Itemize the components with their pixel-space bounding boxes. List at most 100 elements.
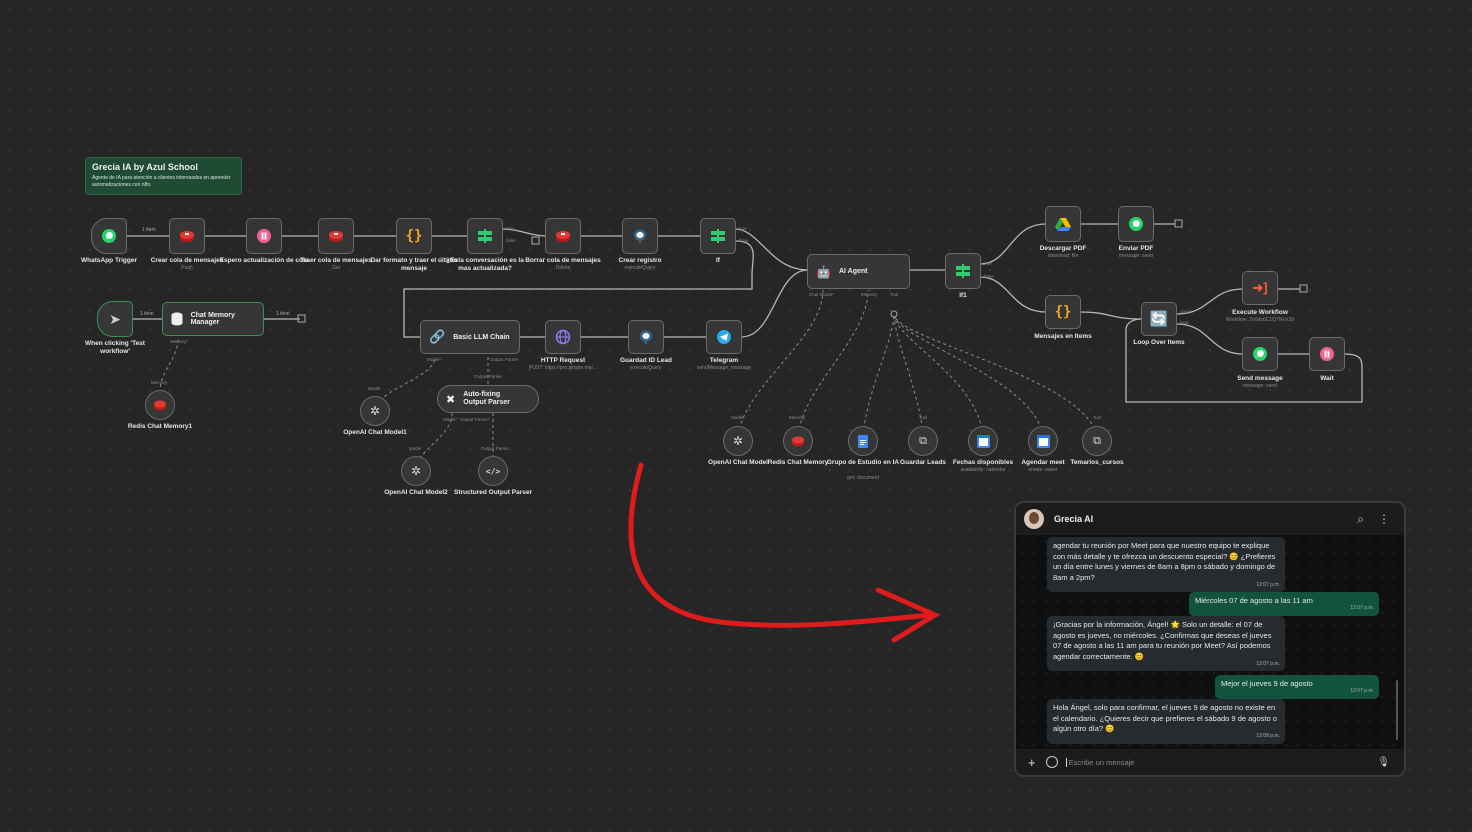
node-wait[interactable] xyxy=(1309,337,1345,371)
node-sublabel: sendMessage: message xyxy=(696,365,752,371)
node-guardar-leads[interactable]: ⧉ xyxy=(908,426,938,456)
node-auto-fixing-parser[interactable]: ✖ Auto-fixing Output Parser xyxy=(437,385,539,413)
node-crear-cola[interactable] xyxy=(169,218,205,254)
node-esta-conversacion[interactable] xyxy=(467,218,503,254)
node-dar-formato[interactable]: {} xyxy=(396,218,432,254)
node-loop-items[interactable]: 🔄 xyxy=(1141,302,1177,336)
node-enviar-pdf[interactable] xyxy=(1118,206,1154,242)
message-input[interactable]: Escribe un mensaje xyxy=(1065,757,1378,767)
port-loop: loop xyxy=(1180,320,1189,325)
openai-icon: ✲ xyxy=(732,434,744,448)
node-if1[interactable] xyxy=(945,253,981,289)
cursor-icon: ➤ xyxy=(109,310,121,327)
node-crear-registro[interactable] xyxy=(622,218,658,254)
port-tool: Tool xyxy=(919,415,928,420)
node-espero[interactable] xyxy=(246,218,282,254)
link-icon: 🔗 xyxy=(429,329,446,344)
avatar[interactable] xyxy=(1024,509,1044,529)
node-sublabel: download: file xyxy=(1047,253,1079,259)
message-text: Hola Ángel, solo para confirmar, el juev… xyxy=(1053,703,1277,733)
redis-icon xyxy=(329,231,343,242)
node-sublabel: message: send xyxy=(1243,383,1277,389)
node-label: Agendar meet xyxy=(1021,459,1065,466)
node-send-message[interactable] xyxy=(1242,337,1278,371)
google-drive-icon xyxy=(1055,218,1071,231)
search-icon[interactable]: ⌕ xyxy=(1357,511,1364,526)
node-sublabel: Push xyxy=(181,265,193,271)
port-output-parser: Output Parser xyxy=(490,357,519,362)
node-label: OpenAI Chat Model2 xyxy=(384,489,448,496)
contact-name[interactable]: Grecia AI xyxy=(1054,514,1094,524)
node-temarios[interactable]: ⧉ xyxy=(1082,426,1112,456)
node-label: OpenAI Chat Model xyxy=(708,459,768,466)
emoji-icon[interactable] xyxy=(1045,756,1058,768)
sticky-note[interactable]: Grecia IA by Azul School Agente de IA pa… xyxy=(85,157,242,195)
robot-icon: 🤖 xyxy=(816,264,831,279)
node-structured-parser[interactable]: </> xyxy=(478,456,508,486)
more-options-icon[interactable]: ⋮ xyxy=(1378,512,1390,526)
code-braces-icon: {} xyxy=(405,228,423,244)
node-sublabel: Get xyxy=(331,265,341,271)
node-http-request[interactable] xyxy=(545,320,581,354)
scrollbar[interactable] xyxy=(1396,680,1398,740)
message-outgoing: Mejor el jueves 9 de agosto 12:07 p.m. xyxy=(1215,675,1379,699)
node-descargar-pdf[interactable] xyxy=(1045,206,1081,242)
node-redis-memory[interactable] xyxy=(783,426,813,456)
node-label: Borrar cola de mensajes xyxy=(525,257,601,264)
node-mensajes-items[interactable]: {} xyxy=(1045,295,1081,329)
node-grupo-estudio[interactable] xyxy=(848,426,878,456)
node-execute-workflow[interactable]: ➜] xyxy=(1242,271,1278,305)
node-openai-model1[interactable]: ✲ xyxy=(360,396,390,426)
node-borrar-cola[interactable] xyxy=(545,218,581,254)
node-agendar-meet[interactable] xyxy=(1028,426,1058,456)
node-redis-memory1[interactable] xyxy=(145,390,175,420)
whatsapp-icon xyxy=(1129,217,1143,231)
whatsapp-icon xyxy=(1253,347,1267,361)
attach-plus-icon[interactable]: + xyxy=(1028,754,1036,770)
node-if[interactable] xyxy=(700,218,736,254)
message-incoming: ¡Gracias por la información, Ángel! 🌟 So… xyxy=(1047,616,1285,671)
node-sublabel: create: event xyxy=(1028,467,1058,473)
openai-icon: ✲ xyxy=(410,464,422,478)
node-telegram[interactable] xyxy=(706,320,742,354)
node-label: When clicking 'Test workflow' xyxy=(85,340,145,355)
node-fechas-disponibles[interactable] xyxy=(968,426,998,456)
node-label: Fechas disponibles xyxy=(952,459,1014,466)
postgres-icon xyxy=(640,330,652,344)
node-basic-llm-chain[interactable]: 🔗 Basic LLM Chain xyxy=(420,320,520,354)
message-text: Miércoles 07 de agosto a las 11 am xyxy=(1195,596,1313,605)
node-sublabel: Workflow: 2o0dn0C1Q7NeX3d xyxy=(1225,317,1295,323)
pause-icon xyxy=(1320,347,1334,361)
port-model: Model xyxy=(409,446,422,451)
item-count: 1 item xyxy=(142,227,156,233)
node-label: OpenAI Chat Model1 xyxy=(343,429,407,436)
node-label: Redis Chat Memory xyxy=(767,459,829,466)
node-whatsapp-trigger[interactable] xyxy=(91,218,127,254)
port-model: Model xyxy=(368,386,381,391)
port-memory: Memory xyxy=(861,292,878,297)
microphone-icon[interactable]: 🎙 xyxy=(1377,756,1390,768)
node-chat-memory-manager[interactable]: Chat Memory Manager xyxy=(162,302,264,336)
chat-header: Grecia AI ⌕ ⋮ xyxy=(1016,503,1404,535)
node-label: Structured Output Parser xyxy=(453,489,532,496)
message-time: 12:07 p.m. xyxy=(1350,688,1374,694)
port-true: true xyxy=(506,226,514,231)
node-label: Crear cola de mensajes xyxy=(150,257,224,264)
node-traer-cola[interactable] xyxy=(318,218,354,254)
node-label: Execute Workflow xyxy=(1232,309,1288,316)
database-icon xyxy=(171,312,183,326)
chat-messages[interactable]: agendar tu reunión por Meet para que nue… xyxy=(1016,535,1404,749)
port-model: Model xyxy=(731,415,744,420)
node-openai-model2[interactable]: ✲ xyxy=(401,456,431,486)
node-title: Auto-fixing Output Parser xyxy=(463,391,510,406)
node-label: Mensajes en Items xyxy=(1034,333,1092,340)
port-output-parser: Output Parser* xyxy=(460,417,490,422)
node-openai-model[interactable]: ✲ xyxy=(723,426,753,456)
if-icon xyxy=(711,229,725,243)
port-memory: Memory xyxy=(789,415,806,420)
node-guardad-lead[interactable] xyxy=(628,320,664,354)
node-manual-trigger[interactable]: ➤ xyxy=(97,301,133,337)
sitemap-icon: ⧉ xyxy=(919,434,927,447)
google-docs-icon xyxy=(858,434,868,448)
node-ai-agent[interactable]: 🤖 AI Agent xyxy=(807,254,910,289)
